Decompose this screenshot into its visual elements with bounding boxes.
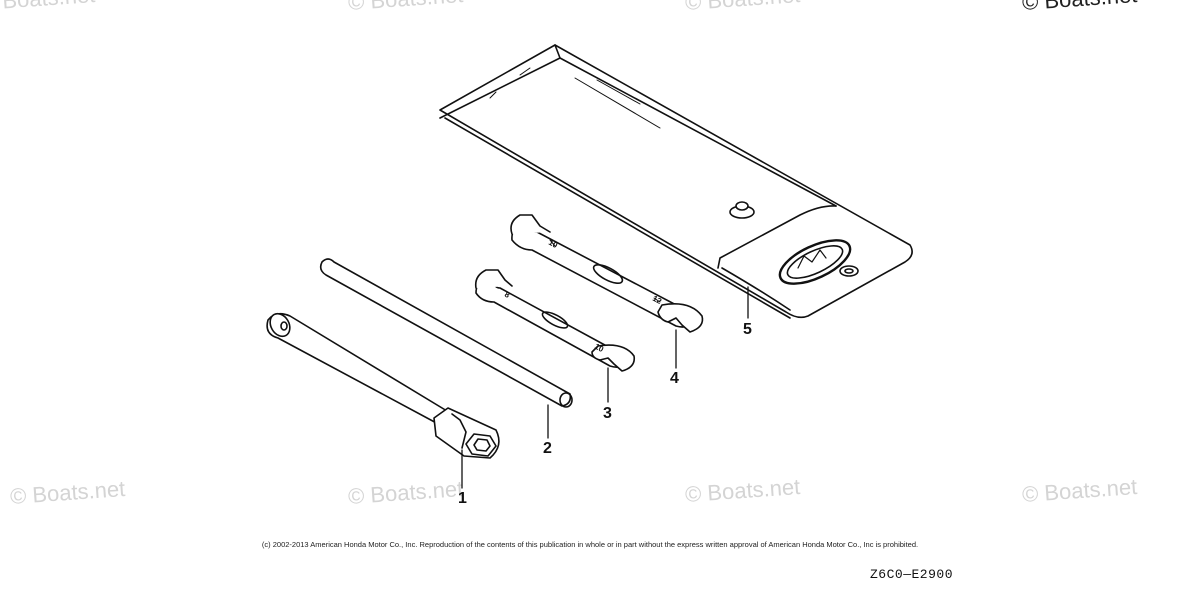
handle-bar-icon (319, 258, 573, 408)
callout-1: 1 (458, 490, 467, 507)
leader-lines (461, 286, 749, 489)
callout-4: 4 (670, 370, 679, 387)
open-end-wrench-icon (474, 269, 636, 372)
copyright-notice: (c) 2002-2013 American Honda Motor Co., … (261, 540, 919, 549)
tool-bag-icon (439, 44, 913, 319)
callout-5: 5 (743, 321, 752, 338)
callout-2: 2 (543, 440, 552, 457)
wrench-size-mark: 8 (503, 290, 512, 300)
callout-3: 3 (603, 405, 612, 422)
open-end-wrench-icon (510, 214, 704, 333)
plug-wrench-icon (266, 312, 500, 459)
diagram-code: Z6C0—E2900 (870, 567, 954, 582)
